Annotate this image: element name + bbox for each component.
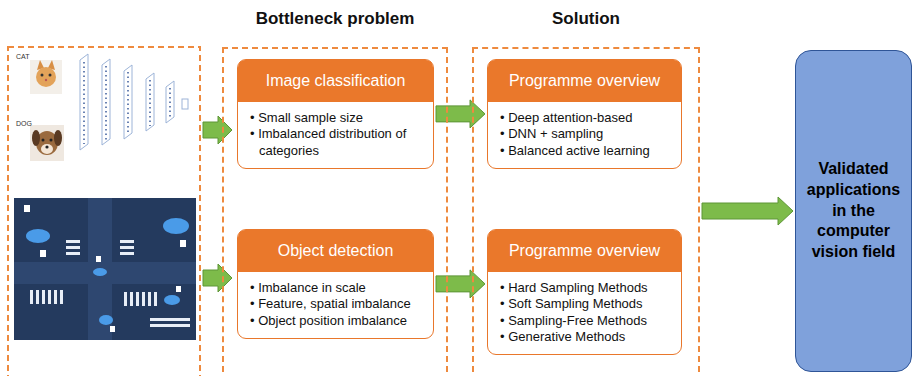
column-heading: Solution — [474, 9, 698, 29]
bullet-item: • Feature, spatial imbalance — [250, 296, 423, 312]
box-body: • Imbalance in scale• Feature, spatial i… — [238, 272, 433, 338]
box-heading: Object detection — [244, 242, 427, 260]
problem-column: Bottleneck problemImage classification• … — [222, 47, 448, 376]
box-header-band: Object detection — [238, 230, 433, 272]
solution-column: SolutionProgramme overview• Deep attenti… — [472, 47, 700, 376]
box-header-band: Programme overview — [488, 60, 681, 102]
box-heading: Image classification — [244, 72, 427, 90]
result-box: Validated applications in the computer v… — [795, 50, 912, 372]
box-header-band: Programme overview — [488, 230, 681, 272]
bullet-item: • Small sample size — [250, 110, 423, 126]
box-header-band: Image classification — [238, 60, 433, 102]
flow-arrow — [436, 100, 485, 128]
box-body: • Hard Sampling Methods• Soft Sampling M… — [488, 272, 681, 354]
bullet-item: • Imbalance in scale — [250, 280, 423, 296]
bullet-item: • Object position imbalance — [250, 313, 423, 329]
cat-picture — [30, 60, 62, 94]
input-dashed-frame — [8, 47, 200, 376]
network-neurons — [84, 62, 170, 144]
bullet-item: • DNN + sampling — [500, 126, 671, 142]
picture-label: CAT — [16, 53, 29, 60]
problem-box: Image classification • Small sample size•… — [237, 59, 434, 169]
bullet-item: • Soft Sampling Methods — [500, 296, 671, 312]
result-text: Validated applications in the computer v… — [796, 159, 911, 263]
bullet-item: • Generative Methods — [500, 329, 671, 345]
bullet-item: • Hard Sampling Methods — [500, 280, 671, 296]
problem-box: Object detection • Imbalance in scale• Fe… — [237, 229, 434, 339]
traffic-picture — [14, 198, 196, 340]
bullet-item: • Deep attention-based — [500, 110, 671, 126]
box-heading: Programme overview — [494, 242, 675, 260]
network-layers — [80, 54, 188, 150]
bullet-item: • Imbalanced distribution of categories — [250, 126, 423, 159]
flow-arrow — [436, 270, 485, 298]
box-heading: Programme overview — [494, 72, 675, 90]
bullet-item: • Balanced active learning — [500, 143, 671, 159]
input-arrow — [203, 116, 232, 144]
solution-box: Programme overview • Hard Sampling Method… — [487, 229, 682, 355]
picture-label: DOG — [16, 120, 32, 127]
box-body: • Small sample size• Imbalanced distribu… — [238, 102, 433, 168]
input-arrow — [203, 264, 232, 292]
dog-picture — [30, 125, 64, 161]
column-heading: Bottleneck problem — [224, 9, 446, 29]
solution-box: Programme overview • Deep attention-based… — [487, 59, 682, 169]
box-body: • Deep attention-based• DNN + sampling• … — [488, 102, 681, 168]
bullet-item: • Sampling-Free Methods — [500, 313, 671, 329]
flow-arrow — [702, 197, 793, 225]
